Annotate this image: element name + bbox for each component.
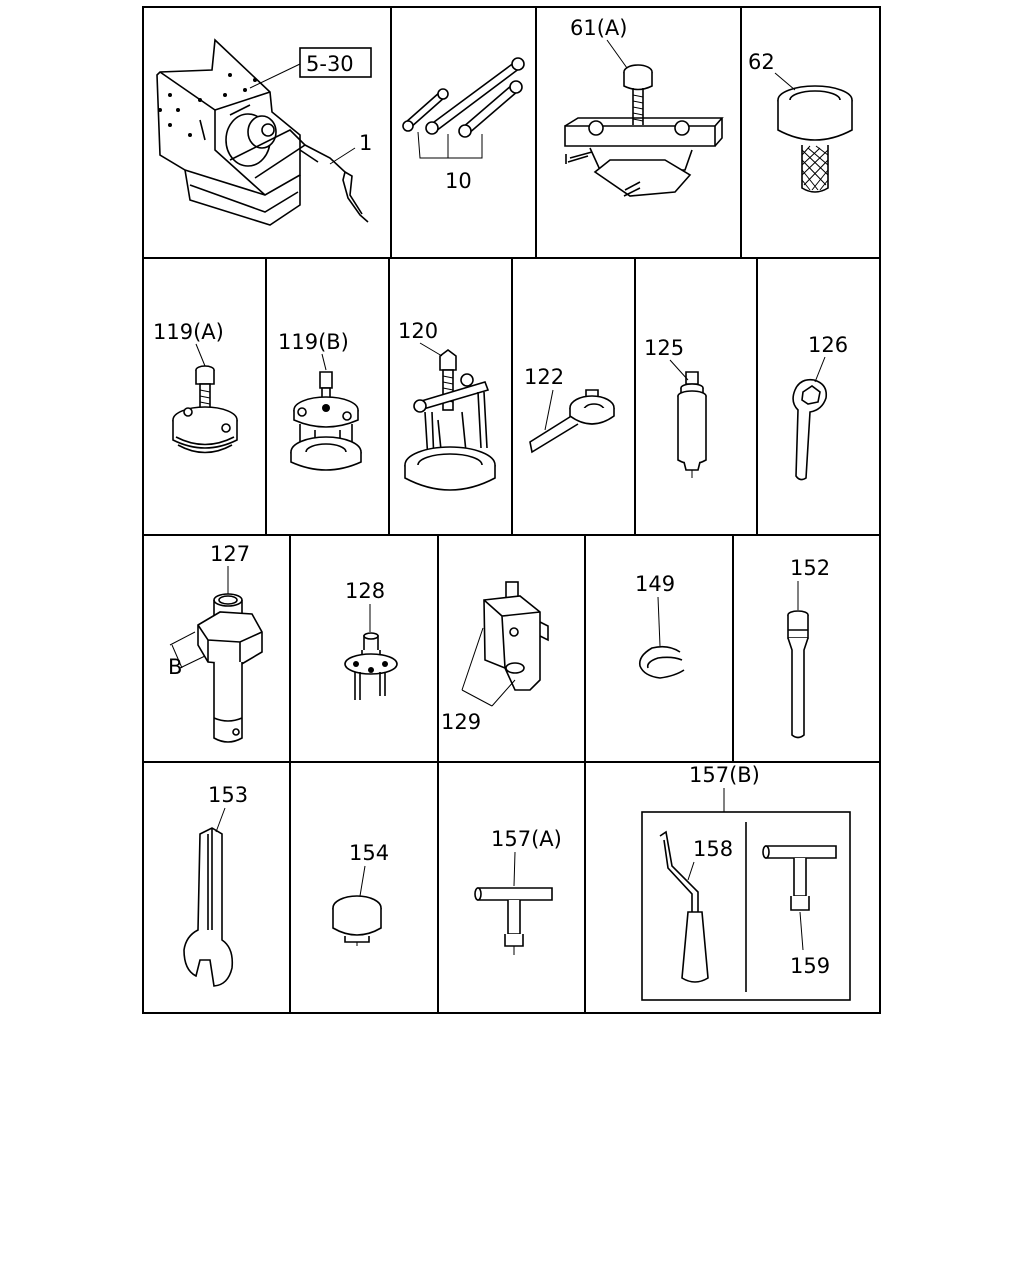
reference-5-30-label: 5-30 <box>306 52 354 76</box>
tool-126-drawing <box>792 378 828 481</box>
grid-frame <box>142 6 881 1014</box>
tool-128-drawing <box>344 632 398 700</box>
part-label-10: 10 <box>445 169 472 193</box>
part-label-152: 152 <box>790 556 830 580</box>
part-label-120: 120 <box>398 319 438 343</box>
part-label-128: 128 <box>345 579 385 603</box>
tool-127-drawing <box>169 593 263 743</box>
tool-119a-drawing <box>172 365 238 454</box>
dimension-label-b: B <box>168 655 182 679</box>
tool-122-drawing <box>529 389 615 454</box>
tool-119b-drawing <box>290 371 362 471</box>
reference-5-30-box: 5-30 <box>299 47 372 78</box>
part-label-149: 149 <box>635 572 675 596</box>
part-label-62: 62 <box>748 50 775 74</box>
part-label-157b: 157(B) <box>689 763 760 787</box>
part-label-1: 1 <box>359 131 372 155</box>
tool-152-drawing <box>787 610 809 739</box>
tool-154-drawing <box>332 895 382 946</box>
part-label-158: 158 <box>693 837 733 861</box>
part-label-126: 126 <box>808 333 848 357</box>
part-label-119a: 119(A) <box>153 320 224 344</box>
part-label-125: 125 <box>644 336 684 360</box>
part-label-159: 159 <box>790 954 830 978</box>
tool-158-drawing <box>659 830 709 983</box>
tool-120-drawing <box>404 349 496 491</box>
part-label-122: 122 <box>524 365 564 389</box>
snap-ring-149-drawing <box>638 645 685 679</box>
part-label-127: 127 <box>210 542 250 566</box>
cab-assembly-drawing <box>156 38 369 226</box>
part-label-61a: 61(A) <box>570 16 627 40</box>
tool-125-drawing <box>677 371 707 478</box>
t-handle-157a-drawing <box>474 887 553 955</box>
puller-61a-drawing <box>564 64 724 197</box>
tool-62-drawing <box>777 85 853 193</box>
tool-129-drawing <box>483 581 549 691</box>
t-handle-159-drawing <box>762 845 837 911</box>
set-157b-box <box>641 811 851 1001</box>
part-label-153: 153 <box>208 783 248 807</box>
box-wrenches-drawing <box>402 57 525 159</box>
part-label-129: 129 <box>441 710 481 734</box>
part-label-119b: 119(B) <box>278 330 349 354</box>
part-label-157a: 157(A) <box>491 827 562 851</box>
wrench-153-drawing <box>183 827 234 987</box>
part-label-154: 154 <box>349 841 389 865</box>
